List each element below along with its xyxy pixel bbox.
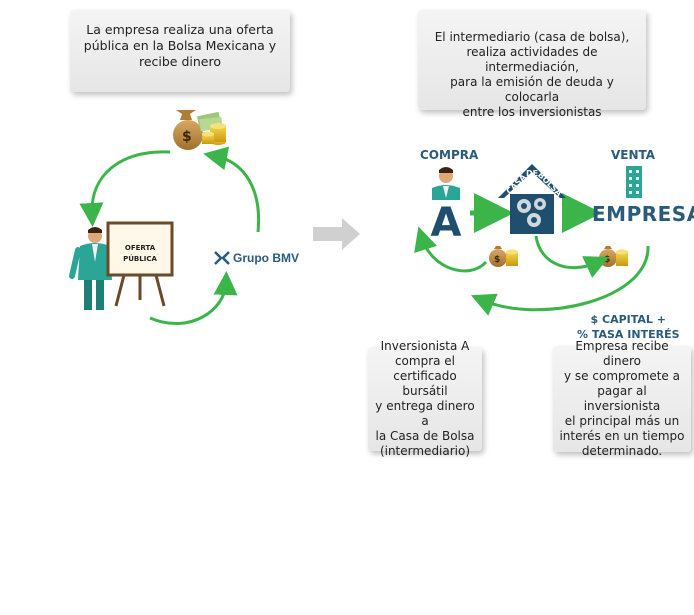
casa-label-line2: DE [526, 169, 538, 178]
svg-text:$: $ [604, 255, 610, 265]
label-capital-interes: $ CAPITAL + % TASA INTERÉS [577, 313, 680, 341]
note-inversionista: Inversionista A compra el certificado bu… [368, 339, 482, 458]
building-icon [626, 166, 642, 198]
note-oferta-publica: La empresa realiza una oferta pública en… [70, 10, 290, 92]
svg-text:$: $ [182, 129, 192, 145]
money-small-icon: $ [489, 246, 518, 267]
easel-board-icon: OFERTA PÚBLICA [106, 221, 174, 307]
label-grupo-bmv: Grupo BMV [233, 251, 299, 265]
investor-letter: A [431, 200, 462, 246]
note-empresa: Empresa recibe dinero y se compromete a … [553, 339, 691, 458]
arrow-return-to-investor [470, 245, 650, 316]
label-venta: VENTA [611, 148, 656, 162]
presenter-person-icon [69, 227, 137, 310]
svg-text:$: $ [494, 255, 500, 265]
casa-de-bolsa-icon: CASA DE BOLSA [498, 164, 566, 234]
board-label-line1: OFERTA [125, 244, 156, 252]
label-empresa: EMPRESA [592, 202, 694, 226]
arrow-money-to-investor [414, 226, 488, 273]
cycle-arrow-top-left [79, 150, 171, 227]
cycle-arrow-right [203, 146, 261, 233]
cycle-arrow-bottom [149, 271, 238, 325]
money-bag-icon: $ [173, 110, 226, 150]
transition-arrow [313, 218, 360, 250]
note-intermediario: El intermediario (casa de bolsa), realiz… [418, 10, 646, 119]
money-small-icon: $ [599, 246, 628, 267]
board-label-line2: PÚBLICA [123, 254, 157, 263]
investor-a-icon: A [431, 167, 462, 246]
bmv-logo-icon [214, 251, 230, 265]
arrow-casa-to-money [534, 235, 609, 278]
label-compra: COMPRA [420, 148, 479, 162]
